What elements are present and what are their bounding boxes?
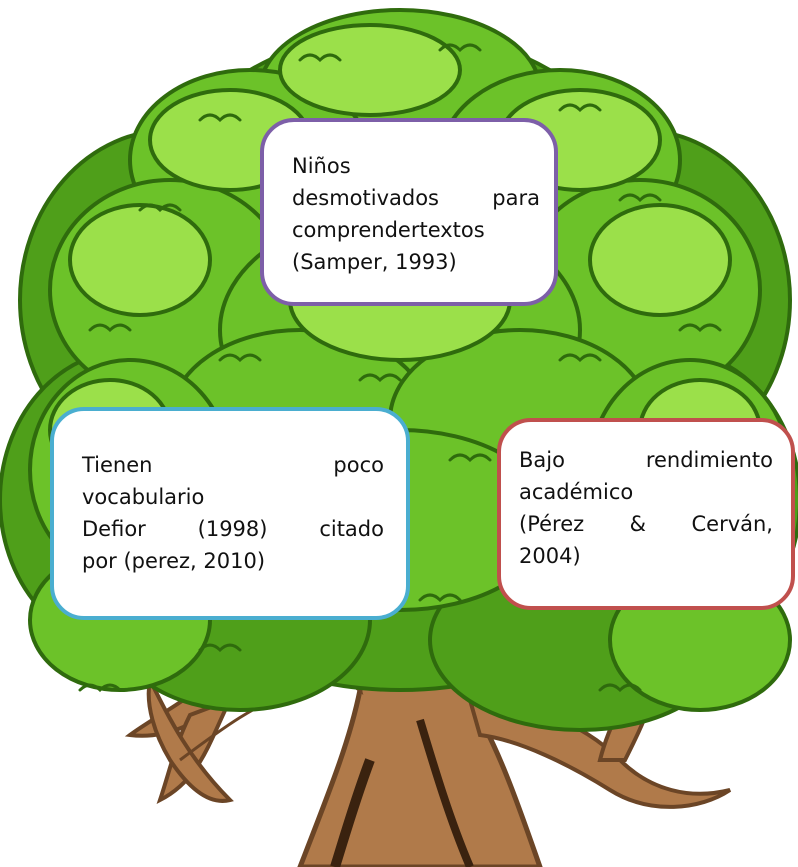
box-left-word: Defior <box>82 517 146 541</box>
cause-box-right: Bajo rendimiento académico (Pérez & Cerv… <box>497 418 795 610</box>
box-left-line-3: Defior (1998) citado <box>82 513 384 545</box>
box-left-word: (1998) <box>197 517 268 541</box>
box-left-line-1: Tienen poco <box>82 449 384 481</box>
box-right-word: rendimiento <box>645 448 773 472</box>
box-right-word: Bajo <box>519 448 565 472</box>
box-right-line-3: (Pérez & Cerván, <box>519 508 773 540</box>
box-top-word: para <box>492 186 540 210</box>
box-top-line-2: desmotivados para <box>292 182 540 214</box>
box-right-line-1: Bajo rendimiento <box>519 444 773 476</box>
box-left-word: poco <box>333 453 384 477</box>
box-left-word: citado <box>319 517 384 541</box>
box-left-word: Tienen <box>82 453 153 477</box>
cause-box-left: Tienen poco vocabulario Defior (1998) ci… <box>50 407 410 620</box>
box-right-word: (Pérez <box>519 512 585 536</box>
box-right-word: & <box>629 512 647 536</box>
box-top-line-4: (Samper, 1993) <box>292 250 457 274</box>
box-top-line-3: comprendertextos <box>292 218 485 242</box>
leaf-texture <box>58 43 772 693</box>
box-right-word: Cerván, <box>691 512 773 536</box>
cause-box-top: Niños desmotivados para comprendertextos… <box>260 118 558 306</box>
box-top-word: desmotivados <box>292 186 439 210</box>
box-right-line-2: académico <box>519 480 634 504</box>
box-left-line-2: vocabulario <box>82 485 205 509</box>
box-right-line-4: 2004) <box>519 544 581 568</box>
box-top-line-1: Niños <box>292 154 351 178</box>
box-left-line-4: por (perez, 2010) <box>82 549 266 573</box>
